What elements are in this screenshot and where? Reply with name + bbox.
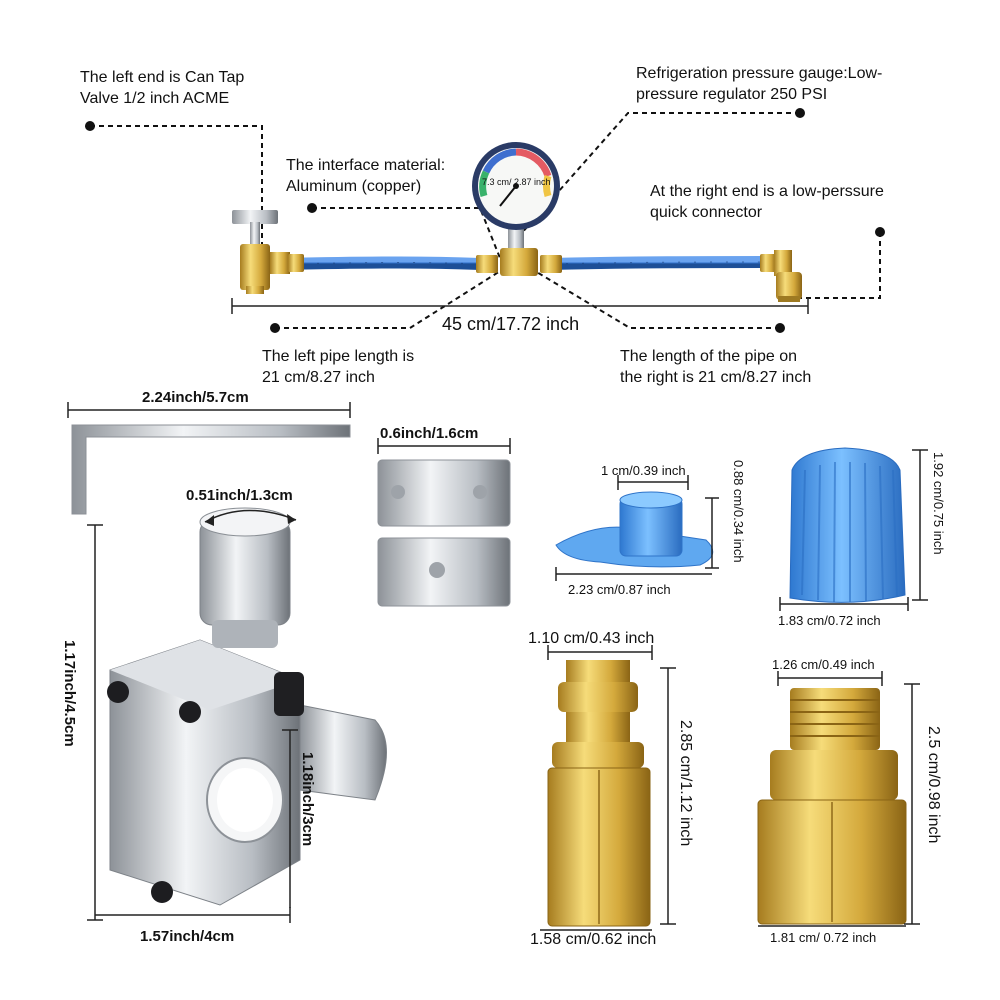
gauge-callout-line2: pressure regulator 250 PSI [636,86,828,103]
total-length-line [231,298,809,314]
adapter-1-height-label: 2.85 cm/1.12 inch [677,720,694,847]
left-end-callout-line1: The left end is Can Tap [80,69,245,86]
body-height-label: 1.17inch/4.5cm [61,640,78,747]
cap-width-label: 0.51inch/1.3cm [186,487,293,504]
left-pipe-label-line2: 21 cm/8.27 inch [262,369,375,386]
quick-connector [760,250,802,302]
adapter-1-dimensions [540,645,676,931]
pipe-height-dimension [282,729,298,908]
adapter-2-top-label: 1.26 cm/0.49 inch [772,657,875,672]
adapter-2-height-label: 2.5 cm/0.98 inch [925,726,942,844]
seal-cap-width-label: 2.23 cm/0.87 inch [568,582,671,597]
wrench-dimension [67,402,351,418]
pipe-height-label: 1.18inch/3cm [299,752,316,847]
blue-cap-width-label: 1.83 cm/0.72 inch [778,613,881,628]
gasket-sleeves [377,459,511,607]
adapter-1-width-label: 1.58 cm/0.62 inch [530,931,657,948]
right-end-callout-line1: At the right end is a low-perssure [650,183,884,200]
seal-cap-height-label: 0.88 cm/0.34 inch [731,460,746,563]
seal-cap-dimensions [555,475,719,581]
sleeve-dimension [377,438,511,454]
gauge-face-label: 7.3 cm/ 2.87 inch [482,177,551,187]
brass-adapter-1 [547,660,651,927]
interface-callout-line2: Aluminum (copper) [286,178,422,195]
right-pipe-label-line2: the right is 21 cm/8.27 inch [620,369,812,386]
seal-cap-top-label: 1 cm/0.39 inch [601,463,686,478]
right-end-callout-line2: quick connector [650,204,763,221]
body-height-dimension [87,524,103,921]
sleeve-width-label: 0.6inch/1.6cm [380,425,479,442]
right-pipe-label-line1: The length of the pipe on [620,348,798,365]
gauge-callout-line1: Refrigeration pressure gauge:Low- [636,65,883,82]
wrench-width-label: 2.24inch/5.7cm [142,389,249,406]
total-length-label: 45 cm/17.72 inch [442,314,580,334]
left-pipe-label-line1: The left pipe length is [262,348,415,365]
t-fitting [476,248,562,276]
callout-dots [85,108,885,333]
can-tap-valve [232,210,304,294]
body-width-label: 1.57inch/4cm [140,928,235,945]
left-end-callout-line2: Valve 1/2 inch ACME [80,90,230,107]
blue-cap-dimensions [779,449,928,611]
adapter-1-top-label: 1.10 cm/0.43 inch [528,630,655,647]
adapter-2-width-label: 1.81 cm/ 0.72 inch [770,930,877,945]
piercing-valve [107,507,387,906]
blue-cap-height-label: 1.92 cm/0.75 inch [931,452,946,555]
blue-cap [789,447,906,603]
allen-wrench [71,424,351,515]
pressure-gauge [472,142,560,248]
brass-adapter-2 [757,688,907,925]
seal-cap [555,491,714,568]
adapter-2-dimensions [758,671,920,927]
interface-callout-line1: The interface material: [286,157,446,174]
body-width-dimension [95,907,291,923]
